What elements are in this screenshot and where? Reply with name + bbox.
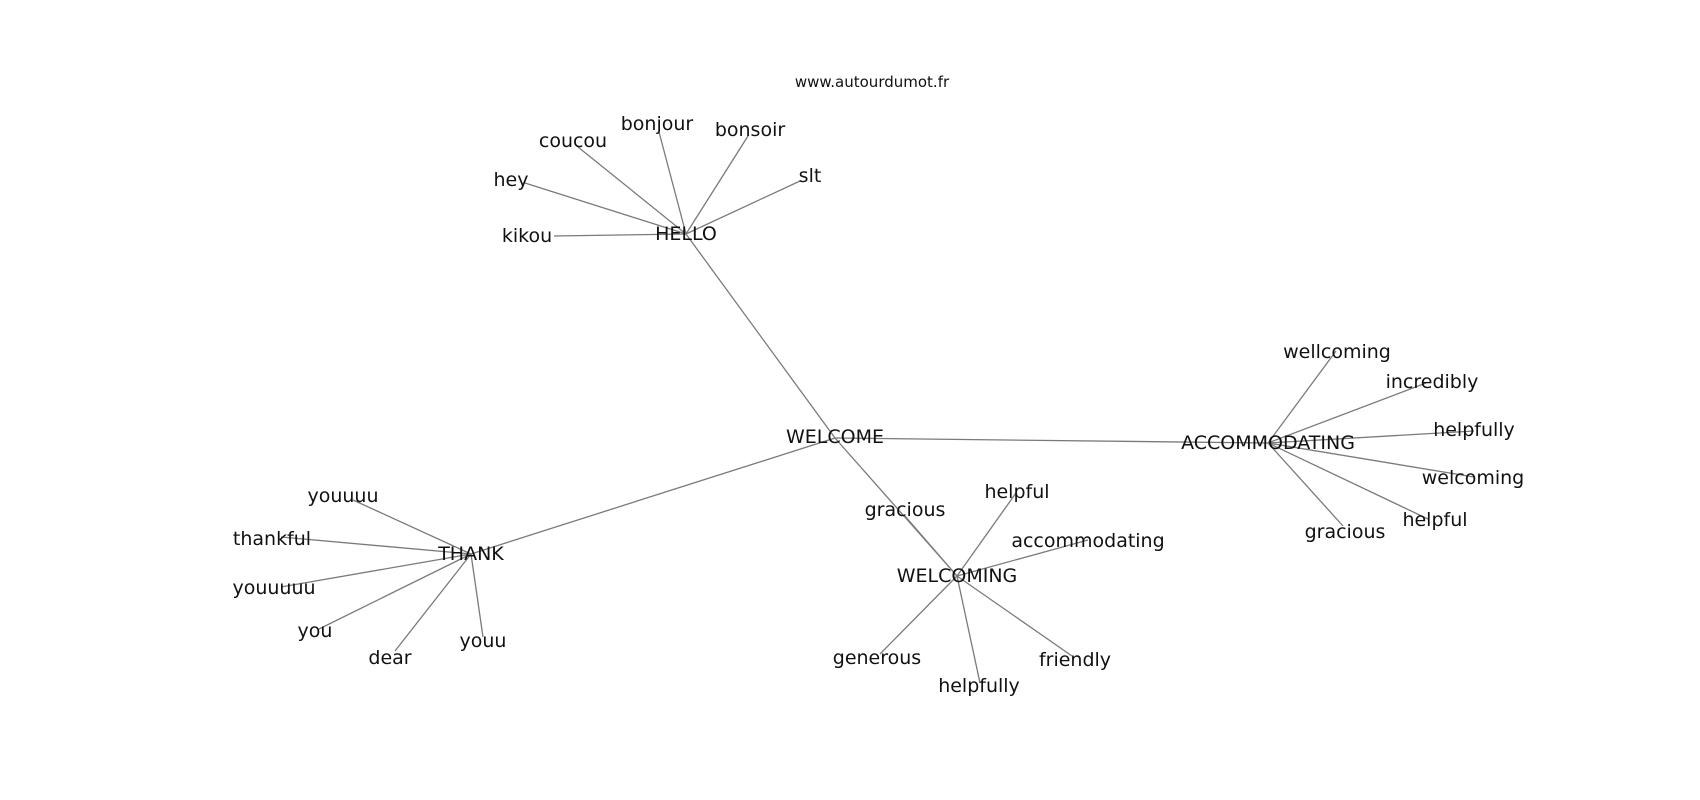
word-node-hello-kikou[interactable]: kikou bbox=[502, 225, 552, 247]
edge-thank-dear bbox=[394, 553, 472, 652]
word-node-thank-you[interactable]: you bbox=[298, 620, 333, 642]
edge-hello-coucou bbox=[577, 146, 687, 235]
edge-welcome-hello bbox=[685, 233, 836, 439]
word-node-thank-thankful[interactable]: thankful bbox=[233, 528, 311, 550]
edge-hello-bonsoir bbox=[685, 135, 749, 235]
word-node-thank-youuuu[interactable]: youuuu bbox=[307, 485, 378, 507]
hub-node-welcoming[interactable]: WELCOMING bbox=[897, 565, 1018, 587]
word-node-accommodating-welcoming[interactable]: welcoming bbox=[1422, 467, 1524, 489]
edge-welcoming-gracious bbox=[904, 515, 958, 577]
edge-welcoming-friendly bbox=[956, 575, 1073, 657]
edge-layer bbox=[280, 131, 1475, 684]
edge-accommodating-gracious bbox=[1267, 442, 1344, 527]
edge-welcoming-accommodating bbox=[956, 539, 1089, 577]
edge-accommodating-welcoming bbox=[1267, 442, 1475, 478]
hub-node-hello[interactable]: HELLO bbox=[655, 223, 717, 245]
hub-node-accommodating[interactable]: ACCOMMODATING bbox=[1181, 432, 1355, 454]
label-layer: www.autourdumot.fr coucou bonjour bonsoir s… bbox=[232, 73, 1524, 697]
word-node-hello-bonjour[interactable]: bonjour bbox=[621, 113, 694, 135]
word-node-hello-hey[interactable]: hey bbox=[494, 169, 529, 191]
edge-accommodating-helpfully bbox=[1267, 430, 1475, 444]
edge-accommodating-wellcoming bbox=[1267, 350, 1337, 444]
edge-hello-bonjour bbox=[658, 131, 687, 235]
edge-hello-slt bbox=[685, 180, 801, 235]
edge-thank-you bbox=[318, 553, 472, 630]
edge-accommodating-incredibly bbox=[1267, 382, 1427, 444]
edge-thank-youuuuu bbox=[280, 553, 472, 588]
edge-accommodating-helpful bbox=[1267, 442, 1429, 520]
edge-thank-youuuu bbox=[352, 499, 472, 555]
word-node-thank-youuuuu[interactable]: youuuuu bbox=[232, 577, 315, 599]
word-node-accommodating-gracious[interactable]: gracious bbox=[1305, 521, 1386, 543]
word-node-welcoming-friendly[interactable]: friendly bbox=[1039, 649, 1111, 671]
word-node-welcoming-gracious[interactable]: gracious bbox=[865, 499, 946, 521]
edge-hello-hey bbox=[524, 182, 687, 235]
edge-hello-kikou bbox=[553, 233, 687, 237]
word-node-welcoming-helpful[interactable]: helpful bbox=[984, 481, 1049, 503]
hub-node-welcome[interactable]: WELCOME bbox=[786, 426, 884, 448]
edge-welcoming-helpful bbox=[956, 492, 1017, 577]
word-node-thank-dear[interactable]: dear bbox=[368, 647, 411, 669]
site-label[interactable]: www.autourdumot.fr bbox=[795, 73, 950, 91]
hub-node-thank[interactable]: THANK bbox=[437, 543, 504, 565]
edge-thank-thankful bbox=[280, 536, 472, 555]
word-node-thank-youu[interactable]: youu bbox=[460, 630, 507, 652]
word-node-accommodating-incredibly[interactable]: incredibly bbox=[1386, 371, 1479, 393]
edge-thank-youu bbox=[470, 553, 484, 638]
word-node-accommodating-wellcoming[interactable]: wellcoming bbox=[1283, 341, 1391, 363]
edge-welcome-accommodating bbox=[834, 437, 1269, 444]
word-node-accommodating-helpful[interactable]: helpful bbox=[1402, 509, 1467, 531]
word-node-hello-slt[interactable]: slt bbox=[799, 165, 822, 187]
word-node-welcoming-accommodating[interactable]: accommodating bbox=[1011, 530, 1164, 552]
edge-welcoming-generous bbox=[879, 575, 958, 655]
word-node-accommodating-helpfully[interactable]: helpfully bbox=[1433, 419, 1515, 441]
edge-welcoming-helpfully bbox=[956, 575, 981, 684]
edge-welcome-thank bbox=[470, 437, 836, 555]
word-node-welcoming-generous[interactable]: generous bbox=[833, 647, 921, 669]
word-node-hello-coucou[interactable]: coucou bbox=[539, 130, 607, 152]
word-node-welcoming-helpfully[interactable]: helpfully bbox=[938, 675, 1020, 697]
word-node-hello-bonsoir[interactable]: bonsoir bbox=[715, 119, 786, 141]
